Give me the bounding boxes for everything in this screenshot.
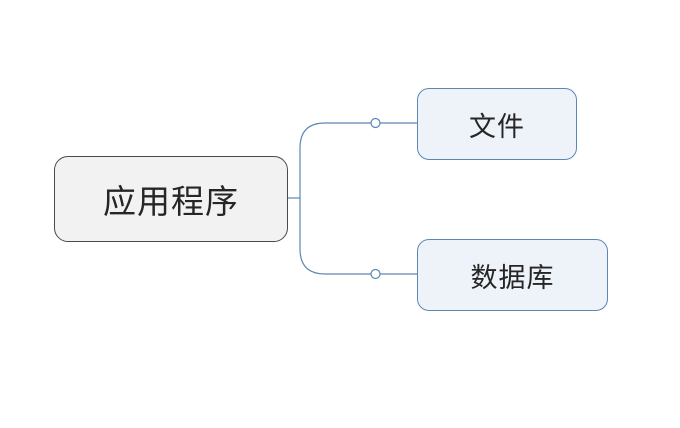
subtopic-label-database: 数据库: [470, 262, 555, 294]
connector-to-child-2: [299, 198, 371, 275]
root-topic-label: 应用程序: [103, 182, 239, 221]
connector-to-child-1: [299, 122, 371, 198]
subtopic-node-database[interactable]: 数据库: [417, 239, 608, 311]
connector-handle-child-2[interactable]: [370, 268, 381, 280]
connector-handle-child-1[interactable]: [370, 117, 381, 129]
subtopic-node-file[interactable]: 文件: [417, 88, 577, 160]
subtopic-label-file: 文件: [469, 111, 525, 143]
root-topic-node[interactable]: 应用程序: [54, 156, 288, 242]
